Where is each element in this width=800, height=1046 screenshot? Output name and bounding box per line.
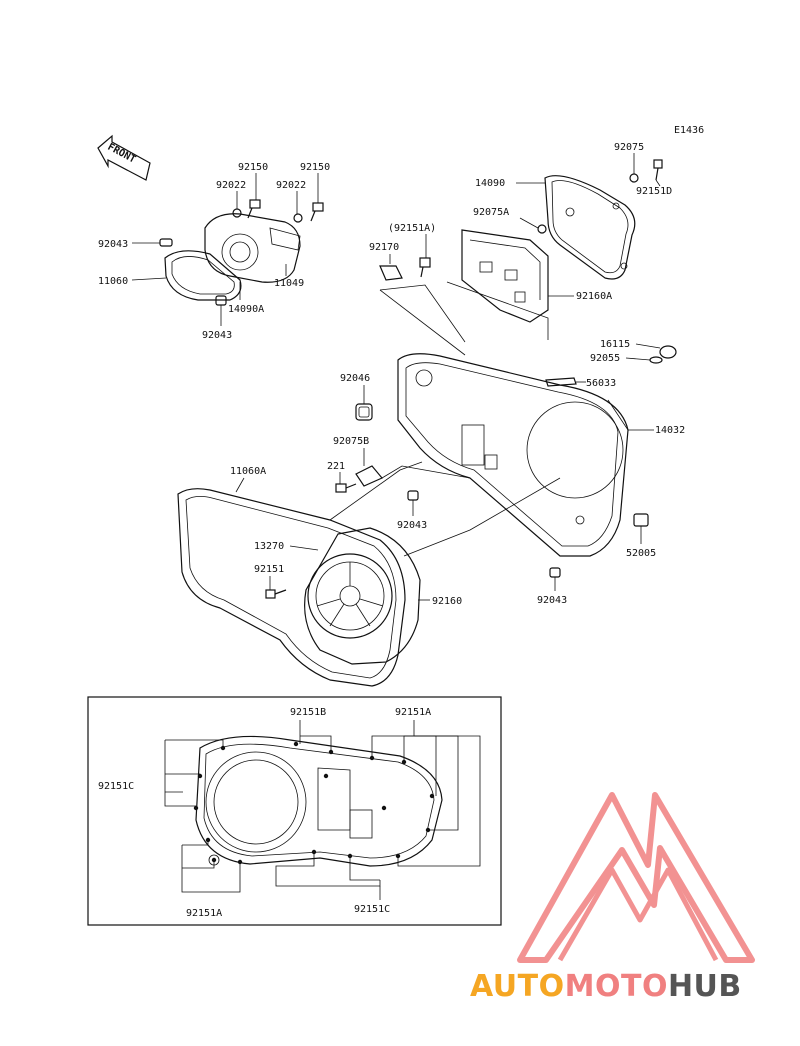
watermark-hub: HUB [668, 969, 742, 1004]
label-92151: 92151 [254, 564, 284, 575]
cover-14032 [397, 353, 629, 557]
watermark-auto: AUTO [470, 969, 565, 1004]
bolt-92151 [265, 589, 287, 599]
cap-16115 [659, 345, 677, 359]
label-11060A: 11060A [230, 466, 266, 477]
label-92150-b: 92150 [300, 162, 330, 173]
bracket-92160A [461, 229, 549, 323]
cover-92160 [304, 527, 421, 665]
label-11060: 11060 [98, 276, 128, 287]
label-92022-a: 92022 [216, 180, 246, 191]
bolt-92150-a [247, 199, 261, 219]
bolt-92151D [653, 159, 663, 181]
damper-92075B [355, 465, 383, 487]
bolt-92150-b [310, 202, 324, 222]
plug-52005 [633, 513, 649, 527]
watermark-text: AUTOMOTOHUB [470, 969, 742, 1004]
label-92043-b: 92043 [202, 330, 232, 341]
label-221: 221 [327, 461, 345, 472]
label-16115: 16115 [600, 339, 630, 350]
label-92151B: 92151B [290, 707, 326, 718]
label-92150-a: 92150 [238, 162, 268, 173]
washer-92022-a [232, 208, 242, 218]
watermark-logo-icon [517, 792, 755, 963]
bolt-221 [335, 483, 357, 493]
dowel-92043-a [159, 238, 173, 247]
label-52005: 52005 [626, 548, 656, 559]
gasket-11060 [164, 250, 242, 301]
dowel-92043-d [549, 567, 561, 578]
label-56033: 56033 [586, 378, 616, 389]
label-14090: 14090 [475, 178, 505, 189]
front-arrow-icon: FRONT [97, 134, 151, 181]
label-92075B: 92075B [333, 436, 369, 447]
label-92151C-bottom: 92151C [354, 904, 390, 915]
label-92075A: 92075A [473, 207, 509, 218]
label-14032: 14032 [655, 425, 685, 436]
label-92170: 92170 [369, 242, 399, 253]
label-92055: 92055 [590, 353, 620, 364]
clamp-92170 [379, 265, 403, 281]
label-92151C-left: 92151C [98, 781, 134, 792]
bolt-92151A [419, 257, 431, 278]
cover-14090 [544, 175, 636, 280]
label-92151A-paren: (92151A) [388, 223, 436, 234]
label-92075: 92075 [614, 142, 644, 153]
cover-14090A [204, 213, 301, 283]
bearing-92046 [355, 403, 373, 421]
label-92046: 92046 [340, 373, 370, 384]
bolt-location-inset [87, 696, 502, 926]
label-92022-b: 92022 [276, 180, 306, 191]
label-13270: 13270 [254, 541, 284, 552]
label-14090A: 14090A [228, 304, 264, 315]
label-92160: 92160 [432, 596, 462, 607]
label-92151A-top: 92151A [395, 707, 431, 718]
grommet-92075A [537, 224, 547, 234]
dowel-92043-c [407, 490, 419, 501]
label-92043-c: 92043 [397, 520, 427, 531]
label-11049: 11049 [274, 278, 304, 289]
grommet-92075 [629, 173, 639, 183]
front-label: FRONT [106, 142, 138, 166]
gasket-11060A [177, 488, 406, 687]
washer-92022-b [293, 213, 303, 223]
label-92160A: 92160A [576, 291, 612, 302]
label-plate-56033 [545, 377, 577, 387]
label-92151A-bottom: 92151A [186, 908, 222, 919]
label-92043-a: 92043 [98, 239, 128, 250]
label-92043-d: 92043 [537, 595, 567, 606]
label-92151D: 92151D [636, 186, 672, 197]
watermark-moto: MOTO [565, 969, 668, 1004]
diagram-code: E1436 [674, 125, 704, 136]
oring-92055 [649, 356, 663, 364]
